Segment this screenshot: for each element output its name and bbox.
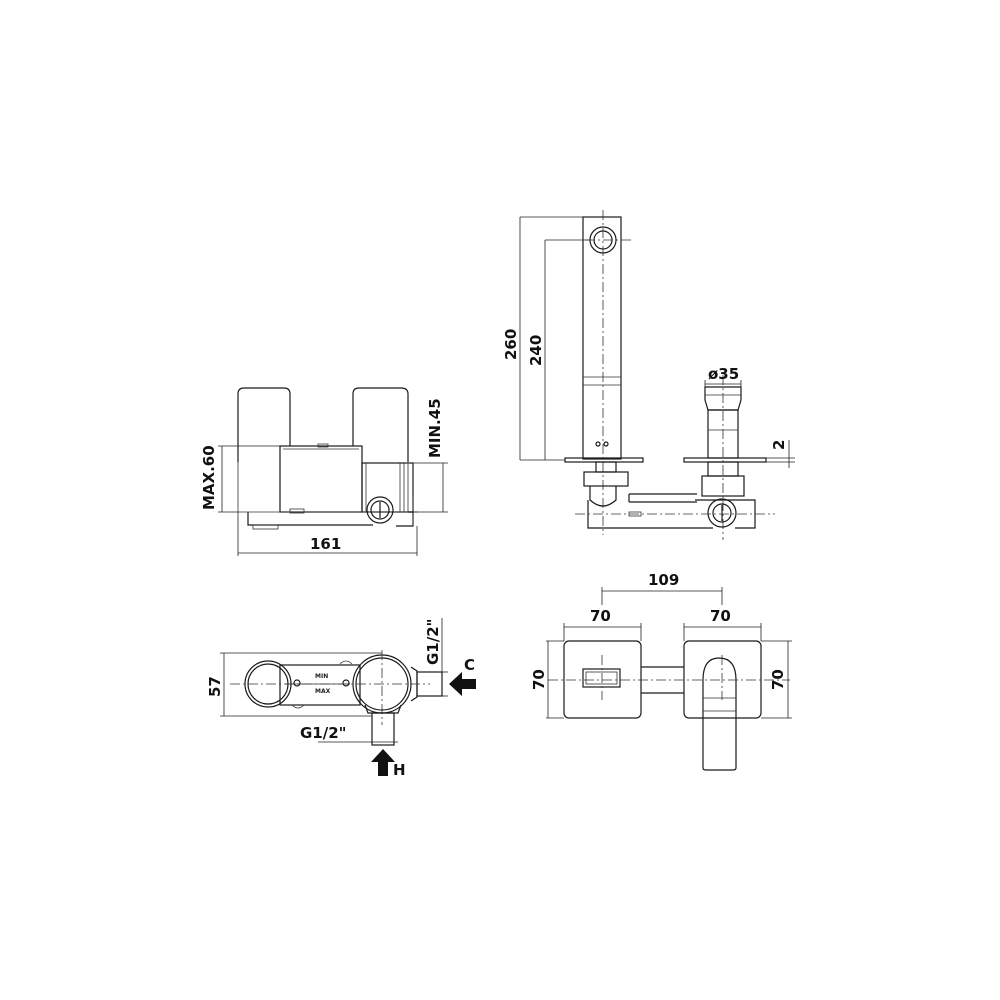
right-body-cylinder bbox=[352, 387, 409, 462]
right-wall-plate bbox=[683, 640, 762, 719]
cold-label: C bbox=[464, 656, 475, 674]
max-60-label: MAX.60 bbox=[200, 445, 218, 510]
left-plate-width-label: 70 bbox=[590, 607, 611, 625]
hot-arrow-icon bbox=[371, 749, 395, 776]
plate-thickness-label: 2 bbox=[770, 440, 788, 450]
right-plate-width-label: 70 bbox=[710, 607, 731, 625]
outlet-circle bbox=[366, 496, 394, 524]
side-view: 260 240 ø35 2 bbox=[502, 210, 795, 540]
top-view: MIN MAX 57 G1/2" C G1/2" H bbox=[206, 618, 476, 779]
cold-inlet-size-label: G1/2" bbox=[424, 619, 442, 665]
left-body-cylinder bbox=[237, 387, 291, 462]
left-wall-plate bbox=[563, 640, 642, 719]
central-body-box bbox=[279, 445, 363, 513]
right-plate-height-label: 70 bbox=[769, 669, 787, 690]
front-view: MAX.60 MIN.45 161 bbox=[200, 387, 448, 556]
width-161-label: 161 bbox=[310, 535, 341, 553]
max-label: MAX bbox=[315, 688, 331, 695]
hot-label: H bbox=[393, 761, 406, 779]
center-distance-109-label: 109 bbox=[648, 571, 679, 589]
left-plate-height-label: 70 bbox=[530, 669, 548, 690]
min-45-label: MIN.45 bbox=[426, 398, 444, 458]
lever-handle bbox=[702, 657, 737, 771]
plate-view: 109 70 70 70 70 bbox=[530, 571, 792, 771]
cold-arrow-icon bbox=[449, 672, 476, 696]
spout-outlet-slot bbox=[582, 668, 621, 688]
height-240-label: 240 bbox=[527, 335, 545, 366]
depth-57-label: 57 bbox=[206, 676, 224, 697]
height-260-label: 260 bbox=[502, 329, 520, 360]
min-label: MIN bbox=[315, 673, 328, 680]
hot-inlet-size-label: G1/2" bbox=[300, 724, 346, 742]
knob-diameter-label: ø35 bbox=[708, 365, 739, 383]
side-outlet-circle bbox=[707, 498, 737, 528]
spout-body bbox=[582, 216, 622, 460]
